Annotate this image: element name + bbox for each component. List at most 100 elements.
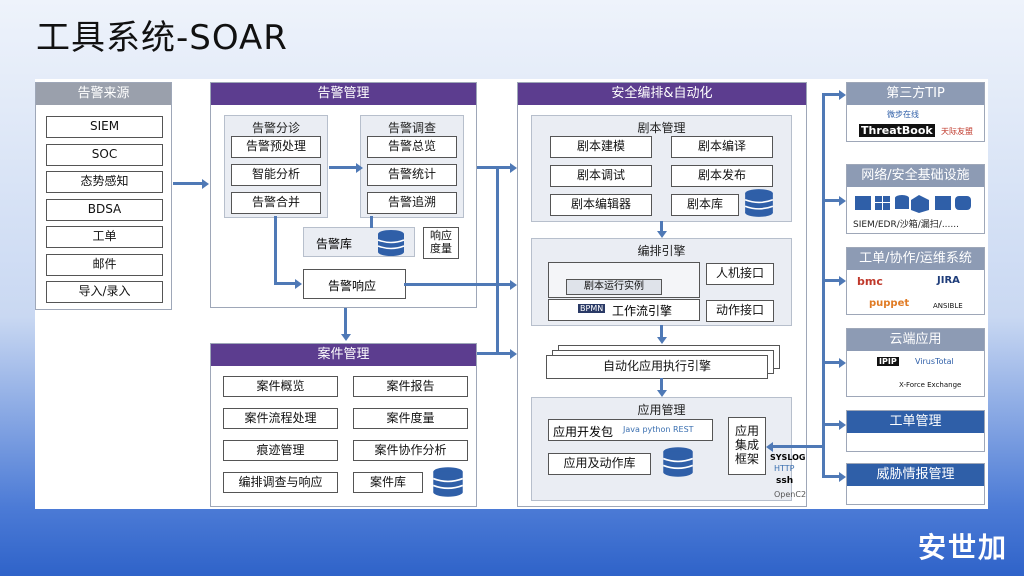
case-collab-button[interactable]: 案件协作分析 [353, 440, 468, 461]
playbook-db-button[interactable]: 剧本库 [671, 194, 739, 216]
source-item[interactable]: SOC [46, 143, 163, 166]
alert-source-panel: 告警来源 SIEM SOC 态势感知 BDSA 工单邮件导入/录入 [35, 82, 172, 310]
page-title: 工具系统-SOAR [36, 18, 288, 58]
analysis-response-vert [274, 216, 277, 284]
alert-trace-button[interactable]: 告警追溯 [367, 192, 457, 214]
virustotal-logo: VirusTotal [915, 357, 954, 366]
jira-logo: JIRA [937, 275, 960, 286]
bus-ticket-arrow [839, 276, 846, 286]
case-soar-line [477, 352, 511, 355]
orchestration-button[interactable]: 编排调查与响应 [223, 472, 338, 493]
puppet-logo: puppet [869, 298, 910, 309]
bus-infra-line [822, 199, 840, 202]
alert-investigation-header: 告警调查 [387, 121, 436, 135]
alert-stats-button[interactable]: 告警统计 [367, 164, 457, 186]
ansible-logo: ANSIBLE [933, 302, 963, 310]
ticket-mgmt-panel: 工单管理 [846, 410, 985, 452]
bpmn-logo: BPMN [578, 304, 606, 313]
bus-infra-arrow [839, 196, 846, 206]
case-measure-button[interactable]: 案件度量 [353, 408, 468, 429]
action-interface-button[interactable]: 动作接口 [706, 300, 774, 322]
app-db-icon [661, 445, 695, 483]
bus-cloud-arrow [839, 358, 846, 368]
hmi-button[interactable]: 人机接口 [706, 263, 774, 285]
bus-tip-arrow [839, 90, 846, 100]
xforce-logo: X-Force Exchange [899, 381, 962, 389]
infra-header: 网络/安全基础设施 [847, 165, 984, 187]
invest-db-vert [370, 216, 373, 228]
tip-header: 第三方TIP [847, 83, 984, 105]
bus-ticketmgmt-line [822, 423, 840, 426]
protocol-http: HTTP [774, 464, 795, 473]
integration-bus-line [772, 445, 824, 448]
infra-icons [855, 193, 977, 217]
alert-db-icon [376, 229, 406, 261]
tianji-logo: 天际友盟 [941, 127, 973, 136]
source-item[interactable]: 导入/录入 [46, 281, 163, 303]
playbook-db-icon [743, 187, 775, 223]
threat-intel-header[interactable]: 威胁情报管理 [847, 464, 984, 486]
soar-panel: 安全编排&自动化 剧本管理 剧本建模 剧本编译 剧本调试 剧本发布 剧本编辑器 … [517, 82, 807, 507]
ticket-sys-panel: 工单/协作/运维系统 bmc JIRA puppet ANSIBLE [846, 247, 985, 315]
playbook-debug-button[interactable]: 剧本调试 [550, 165, 652, 187]
threat-intel-panel: 威胁情报管理 [846, 463, 985, 505]
case-overview-button[interactable]: 案件概览 [223, 376, 338, 397]
response-measure-box[interactable]: 响应 度量 [423, 227, 459, 259]
ipip-logo: IPIP [877, 357, 899, 366]
tip-panel: 第三方TIP 微步在线 ThreatBook 天际友盟 [846, 82, 985, 142]
alert-mgmt-header: 告警管理 [211, 83, 476, 105]
source-item[interactable]: 工单 [46, 226, 163, 248]
trace-mgmt-button[interactable]: 痕迹管理 [223, 440, 338, 461]
source-item[interactable]: 态势感知 [46, 171, 163, 193]
engine-exec-arrow [657, 337, 667, 344]
response-soar-arrow [510, 280, 517, 290]
bus-cloud-line [822, 361, 840, 364]
infra-panel: 网络/安全基础设施 SIEM/EDR/沙箱/漏扫/...... [846, 164, 985, 234]
alert-soar-line [477, 166, 511, 169]
alert-overview-button[interactable]: 告警总览 [367, 136, 457, 158]
alert-case-vert [344, 308, 347, 334]
ticket-mgmt-header[interactable]: 工单管理 [847, 411, 984, 433]
case-mgmt-panel: 案件管理 案件概览 案件报告 案件流程处理 案件度量 痕迹管理 案件协作分析 编… [210, 343, 477, 507]
case-report-button[interactable]: 案件报告 [353, 376, 468, 397]
engine-exec-line [660, 325, 663, 341]
playbook-engine-arrow [657, 231, 667, 238]
response-soar-line [404, 283, 511, 286]
case-soar-arrow [510, 349, 517, 359]
app-action-db-button[interactable]: 应用及动作库 [548, 453, 651, 475]
exec-engine-box[interactable]: 自动化应用执行引擎 [546, 355, 768, 379]
source-item[interactable]: BDSA [46, 198, 163, 221]
alert-mgmt-panel: 告警管理 告警分诊 告警预处理 智能分析 告警合并 告警调查 告警总览 告警统计… [210, 82, 477, 308]
playbook-compile-button[interactable]: 剧本编译 [671, 136, 773, 158]
integration-framework-button[interactable]: 应用 集成 框架 [728, 417, 766, 475]
smart-analysis-button[interactable]: 智能分析 [231, 164, 321, 186]
case-db-button[interactable]: 案件库 [353, 472, 423, 493]
bus-threat-arrow [839, 472, 846, 482]
analysis-response-arrow [295, 279, 302, 289]
playbook-publish-button[interactable]: 剧本发布 [671, 165, 773, 187]
alert-merge-button[interactable]: 告警合并 [231, 192, 321, 214]
playbook-engine-line [660, 221, 663, 235]
case-flow-button[interactable]: 案件流程处理 [223, 408, 338, 429]
right-bus-vert [822, 93, 825, 476]
case-soar-vert [496, 167, 499, 355]
source-item[interactable]: 邮件 [46, 253, 163, 276]
source-item[interactable]: SIEM [46, 116, 163, 138]
alert-response-label[interactable]: 告警响应 [328, 279, 377, 293]
brand-logo: 安世加 [917, 531, 1008, 564]
workflow-engine-label: 工作流引擎 [612, 304, 673, 318]
sdk-box[interactable] [548, 419, 713, 441]
src-to-alert-arrow [202, 179, 209, 189]
playbook-editor-button[interactable]: 剧本编辑器 [550, 194, 652, 216]
src-to-alert-line [173, 182, 203, 185]
exec-app-line [660, 378, 663, 394]
playbook-header: 剧本管理 [637, 121, 686, 135]
alert-response-box [303, 269, 406, 299]
playbook-instance-tag: 剧本运行实例 [566, 279, 662, 295]
protocol-openc2: OpenC2 [774, 490, 807, 499]
bus-ticketmgmt-arrow [839, 420, 846, 430]
playbook-model-button[interactable]: 剧本建模 [550, 136, 652, 158]
alert-db-label: 告警库 [316, 237, 353, 251]
alert-source-header: 告警来源 [36, 83, 171, 105]
alert-preprocess-button[interactable]: 告警预处理 [231, 136, 321, 158]
